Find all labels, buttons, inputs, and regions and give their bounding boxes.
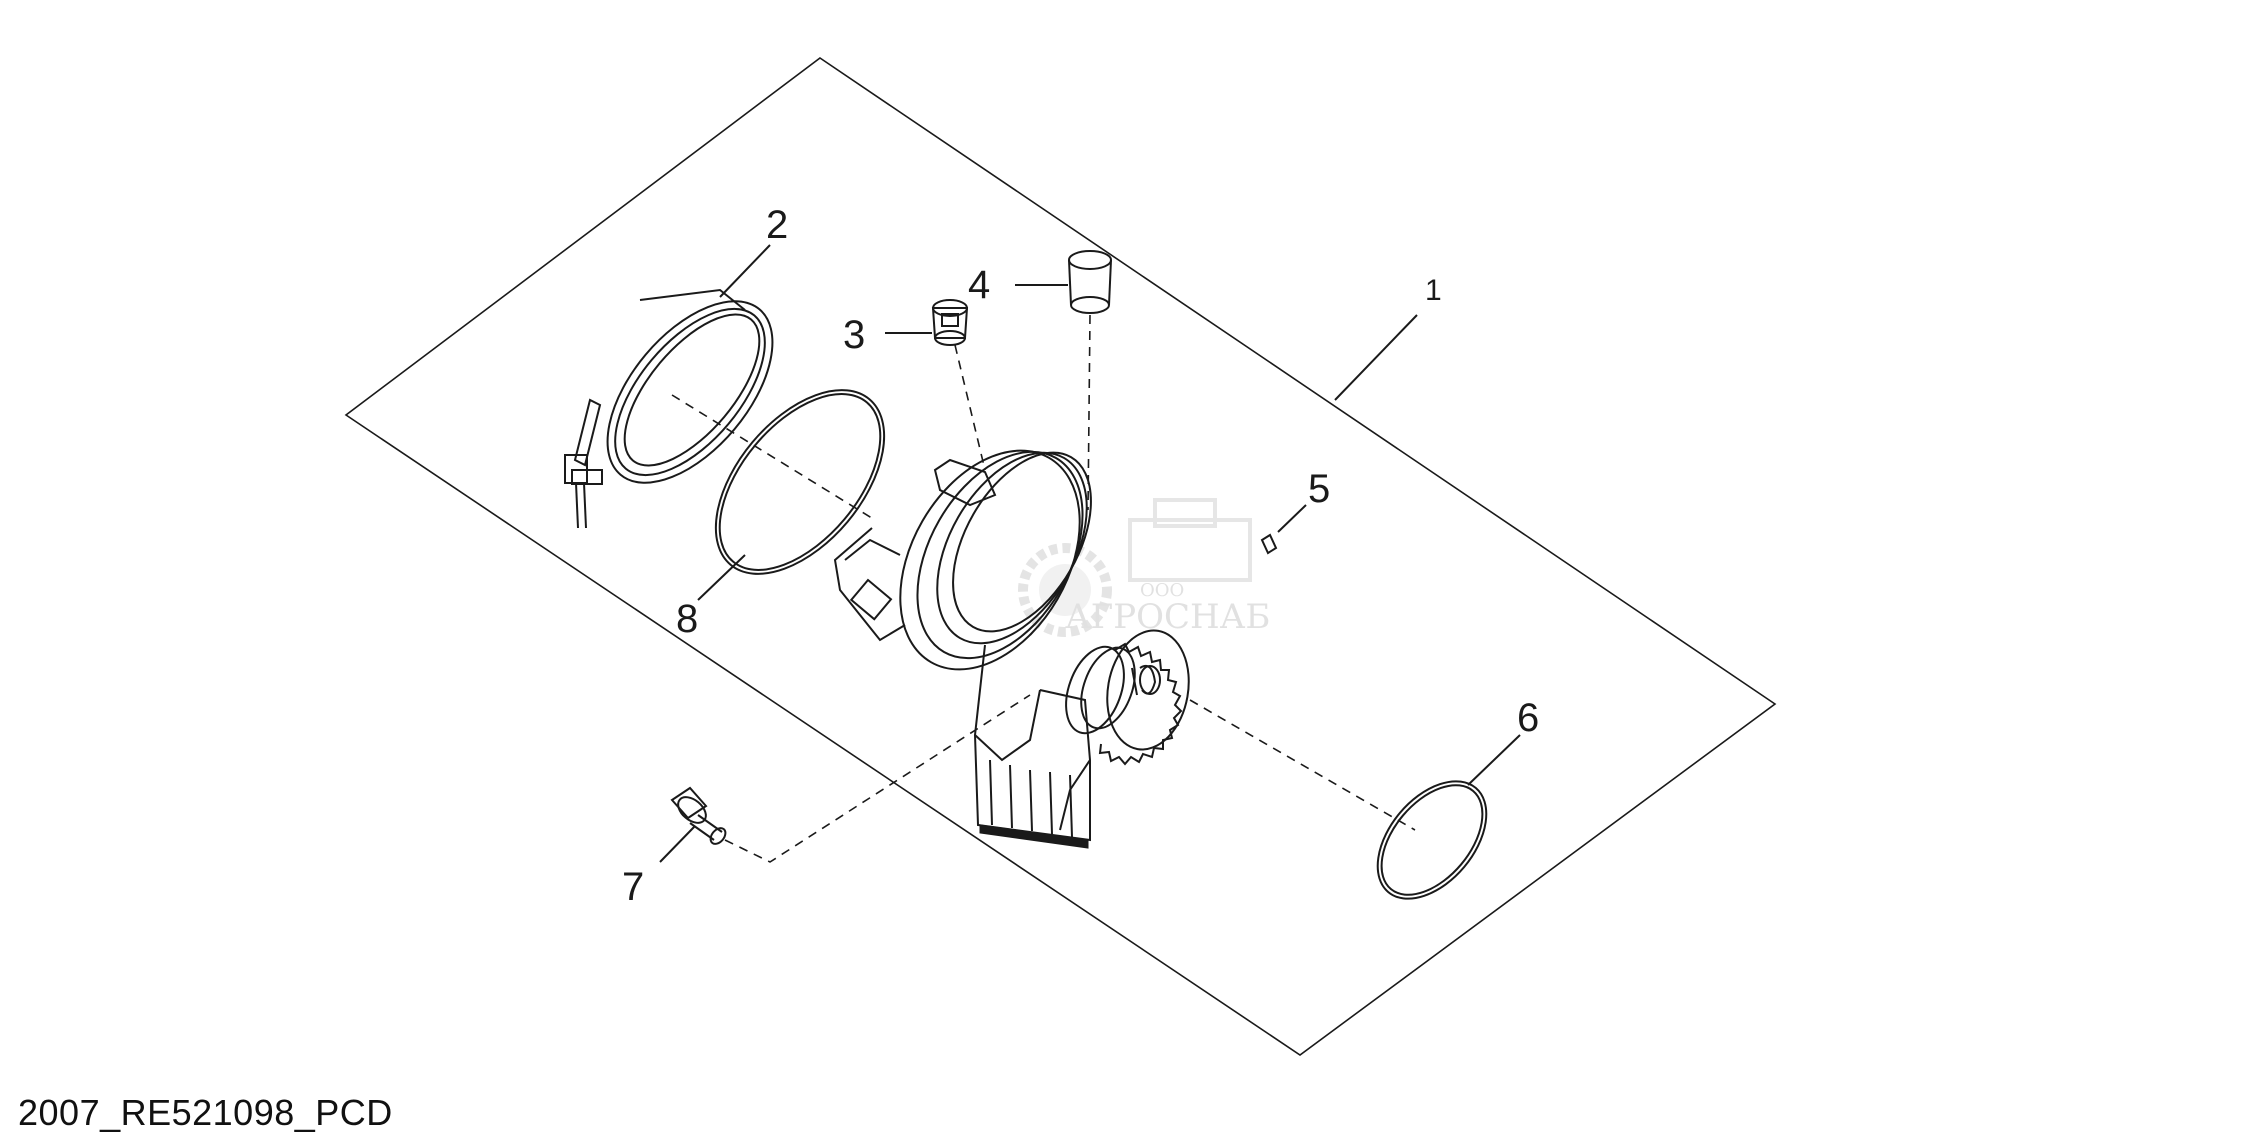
part-6-o-ring: [1376, 780, 1488, 900]
leader-5: [1277, 504, 1307, 533]
leader-1: [1334, 314, 1418, 401]
part-5-pin: [1260, 533, 1278, 555]
callout-8: 8: [676, 597, 698, 641]
leader-8: [697, 554, 746, 601]
callout-7: 7: [622, 865, 644, 909]
watermark-prefix: ООО: [1140, 580, 1184, 601]
leader-7: [659, 825, 696, 863]
dash-plug: [954, 344, 986, 471]
watermark-name: АГРОСНАБ: [1065, 597, 1270, 637]
diagram-caption: 2007_RE521098_PCD: [18, 1092, 393, 1133]
callout-3: 3: [843, 313, 865, 357]
part-8-o-ring: [714, 389, 886, 575]
part-4-sleeve: [1068, 250, 1112, 314]
main-housing-assembly: [833, 449, 1190, 849]
leader-6: [1467, 734, 1521, 786]
part-3-plug: [931, 299, 969, 346]
callout-1: 1: [1425, 274, 1442, 307]
part-7-bolt: [670, 786, 727, 845]
agrosnab-watermark-logo: ООО АГРОСНАБ: [1018, 498, 1270, 637]
callout-5: 5: [1308, 467, 1330, 511]
part-2-clamp: [564, 288, 774, 529]
dash-bolt: [724, 694, 1031, 863]
callout-2: 2: [766, 203, 788, 247]
dash-sleeve: [1087, 314, 1091, 511]
callout-4: 4: [968, 263, 990, 307]
callout-6: 6: [1517, 696, 1539, 740]
drive-gear: [1098, 629, 1190, 766]
assembly-boundary-frame: [344, 57, 1777, 1056]
leader-2: [719, 244, 771, 298]
dash-axis-gear: [1189, 699, 1416, 831]
dash-axis-clamp: [671, 394, 876, 521]
